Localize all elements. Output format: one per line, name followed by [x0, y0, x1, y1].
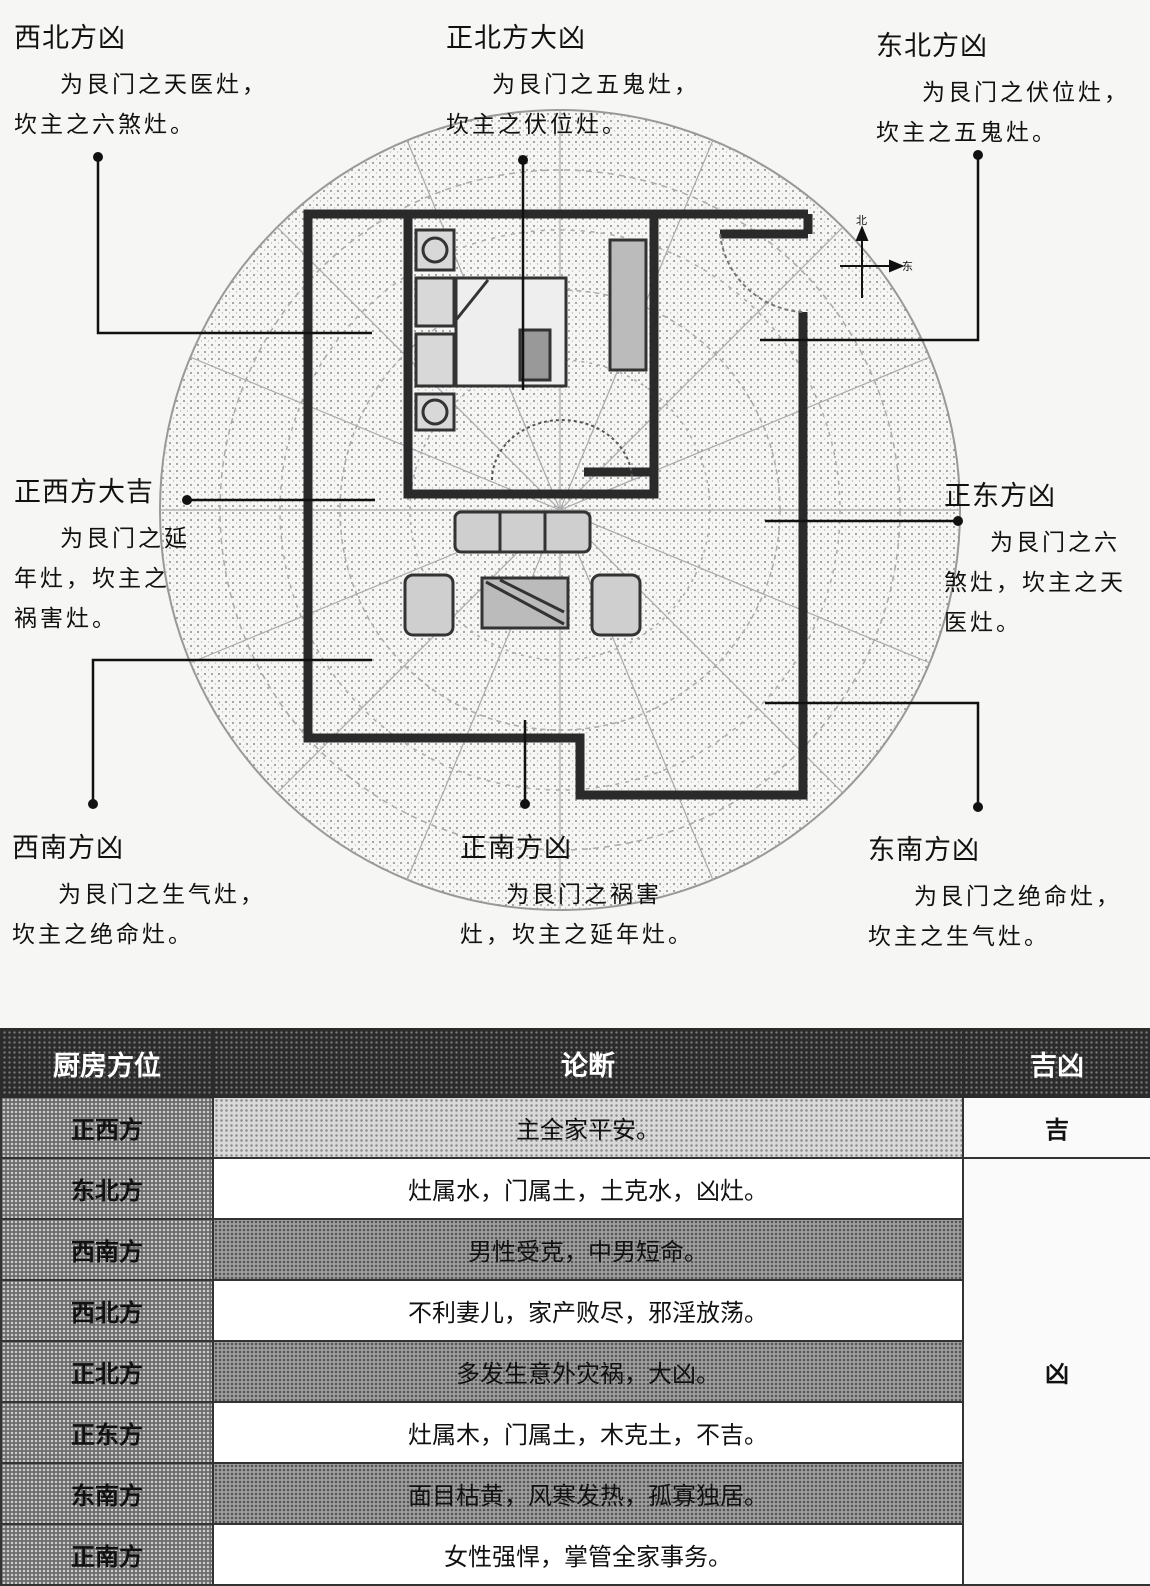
leader-dots	[88, 150, 983, 812]
direction-title: 东北方凶	[876, 31, 988, 62]
row-direction: 正北方	[0, 1340, 214, 1403]
floor-plan-svg: 北 东	[88, 109, 983, 911]
label-southeast: 东南方凶 为艮门之绝命灶，坎主之生气灶。	[868, 828, 1143, 957]
table-row: 西南方 男性受克，中男短命。	[0, 1218, 1150, 1281]
row-verdict: 灶属木，门属土，木克土，不吉。	[212, 1401, 964, 1464]
row-verdict: 不利妻儿，家产败尽，邪淫放荡。	[212, 1279, 964, 1342]
label-southwest: 西南方凶 为艮门之生气灶，坎主之绝命灶。	[12, 826, 277, 955]
table-row: 东南方 面目枯黄，风寒发热，孤寡独居。	[0, 1462, 1150, 1525]
direction-title: 正南方凶	[460, 833, 572, 864]
sofa	[453, 510, 592, 554]
living-room-furniture	[403, 510, 642, 637]
direction-description: 为艮门之生气灶，坎主之绝命灶。	[12, 882, 266, 948]
door-swing-arc	[719, 233, 804, 313]
label-east: 正东方凶 为艮门之六煞灶，坎主之天医灶。	[944, 474, 1144, 643]
direction-description: 为艮门之延年灶，坎主之祸害灶。	[14, 526, 190, 632]
label-northeast: 东北方凶 为艮门之伏位灶，坎主之五鬼灶。	[876, 24, 1138, 153]
label-west: 正西方大吉 为艮门之延年灶，坎主之祸害灶。	[14, 470, 194, 639]
row-direction: 正南方	[0, 1523, 214, 1586]
label-northwest: 西北方凶 为艮门之天医灶，坎主之六煞灶。	[14, 16, 269, 145]
compass-north-label: 北	[856, 214, 867, 227]
table-row: 正东方 灶属木，门属土，木克土，不吉。	[0, 1401, 1150, 1464]
direction-title: 正东方凶	[944, 481, 1056, 512]
row-verdict: 主全家平安。	[212, 1096, 964, 1159]
row-verdict: 多发生意外灾祸，大凶。	[212, 1340, 964, 1403]
table-row: 正北方 多发生意外灾祸，大凶。	[0, 1340, 1150, 1403]
row-verdict: 男性受克，中男短命。	[212, 1218, 964, 1281]
floor-plan-walls	[303, 209, 813, 800]
row-verdict: 女性强悍，掌管全家事务。	[212, 1523, 964, 1586]
kitchen-counter	[414, 228, 648, 432]
table-row: 正西方 主全家平安。 吉	[0, 1096, 1150, 1159]
direction-description: 为艮门之祸害灶，坎主之延年灶。	[460, 882, 694, 948]
armchair-right	[590, 573, 642, 637]
row-verdict: 面目枯黄，风寒发热，孤寡独居。	[212, 1462, 964, 1525]
armchair-left	[403, 573, 455, 637]
direction-description: 为艮门之五鬼灶，坎主之伏位灶。	[446, 72, 700, 138]
compass-east-label: 东	[902, 260, 913, 273]
direction-title: 正西方大吉	[14, 477, 154, 508]
header-verdict: 论断	[212, 1028, 964, 1098]
direction-description: 为艮门之伏位灶，坎主之五鬼灶。	[876, 80, 1130, 146]
leader-lines	[91, 155, 980, 807]
row-direction: 东北方	[0, 1157, 214, 1220]
direction-description: 为艮门之六煞灶，坎主之天医灶。	[944, 530, 1126, 636]
direction-title: 西南方凶	[12, 833, 124, 864]
header-direction: 厨房方位	[0, 1028, 214, 1098]
label-south: 正南方凶 为艮门之祸害灶，坎主之延年灶。	[460, 826, 710, 955]
direction-title: 东南方凶	[868, 835, 980, 866]
kitchen-arc	[491, 419, 633, 481]
kitchen-direction-diagram: 北 东 西北方凶 为艮门之天医灶，坎主之六煞灶。 正北方大凶	[12, 16, 1144, 957]
row-verdict: 灶属水，门属土，土克水，凶灶。	[212, 1157, 964, 1220]
header-result: 吉凶	[962, 1028, 1150, 1098]
table-header-row: 厨房方位 论断 吉凶	[0, 1028, 1150, 1098]
direction-description: 为艮门之天医灶，坎主之六煞灶。	[14, 72, 268, 138]
row-direction: 正西方	[0, 1096, 214, 1159]
direction-title: 正北方大凶	[446, 23, 586, 54]
table-row: 东北方 灶属水，门属土，土克水，凶灶。 凶	[0, 1157, 1150, 1586]
result-bad: 凶	[962, 1157, 1150, 1586]
row-direction: 西北方	[0, 1279, 214, 1342]
row-direction: 正东方	[0, 1401, 214, 1464]
direction-title: 西北方凶	[14, 23, 126, 54]
row-direction: 东南方	[0, 1462, 214, 1525]
kitchen-direction-table: 厨房方位 论断 吉凶 正西方 主全家平安。 吉 东北方 灶属水，门属土，土克水，…	[0, 1028, 1150, 1586]
label-north: 正北方大凶 为艮门之五鬼灶，坎主之伏位灶。	[446, 16, 716, 145]
direction-description: 为艮门之绝命灶，坎主之生气灶。	[868, 884, 1122, 950]
row-direction: 西南方	[0, 1218, 214, 1281]
compass-rose	[840, 225, 905, 298]
result-good: 吉	[962, 1096, 1150, 1159]
luopan-compass-background	[159, 109, 961, 911]
table-row: 西北方 不利妻儿，家产败尽，邪淫放荡。	[0, 1279, 1150, 1342]
